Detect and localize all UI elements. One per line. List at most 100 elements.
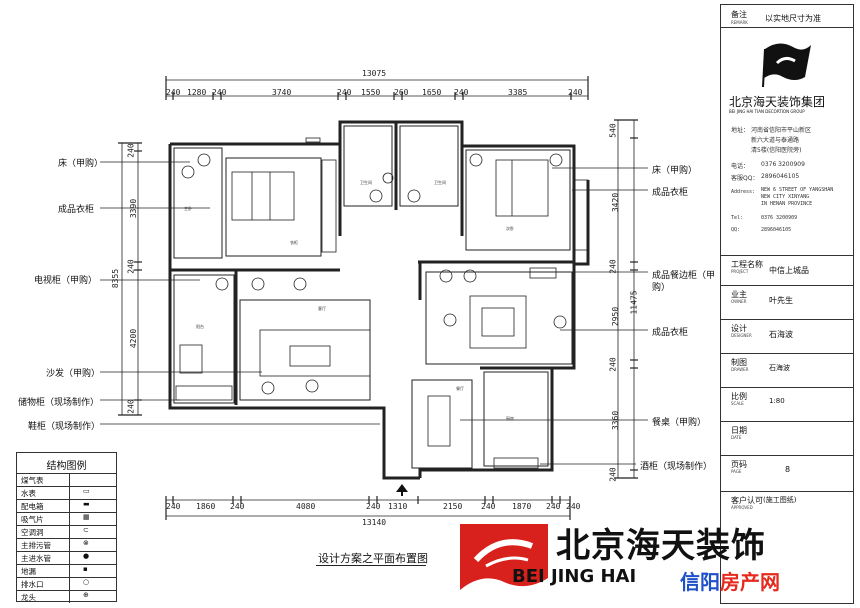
distribution-box-icon: ▬ <box>83 500 90 508</box>
date-label-en: DATE <box>731 435 742 440</box>
tb-divider <box>721 387 853 388</box>
approved-label: 客户认可 <box>731 496 763 505</box>
dim-left-seg: 240 <box>126 259 136 274</box>
dim-right-seg: 240 <box>608 467 618 482</box>
water-inlet-icon: ● <box>83 552 90 560</box>
phone-value: 0376 3200909 <box>761 161 805 168</box>
phone-label: 电话： <box>731 163 750 170</box>
label-bed-right: 床（甲购） <box>652 166 698 176</box>
address-line: 新六大道与泰通路 <box>751 137 800 144</box>
thin-walls <box>173 125 573 469</box>
label-bed-left: 床（甲购） <box>58 159 104 169</box>
qq-en-value: 2896046105 <box>761 227 792 233</box>
scale-label: 比例 <box>731 392 747 401</box>
address-line: 河南省信阳市平山新区 <box>751 127 812 134</box>
legend-divider <box>69 474 70 486</box>
legend-item-name: 吸气片 <box>21 515 44 524</box>
floor-drain-icon: ▪ <box>83 565 88 573</box>
address-line: 清5楼(信阳医院旁) <box>751 147 802 154</box>
dim-bottom-seg: 240 <box>230 502 245 511</box>
legend-item-name: 水表 <box>21 489 36 498</box>
dim-bottom-seg: 1310 <box>388 502 408 511</box>
owner-label: 业主 <box>731 290 747 299</box>
owner-value: 叶先生 <box>769 296 793 305</box>
note-label-en: REMARK <box>731 20 748 25</box>
page-label-en: PAGE <box>731 469 742 474</box>
legend-row: 主进水管 ● <box>17 551 116 564</box>
legend-row: 吸气片 ▦ <box>17 512 116 525</box>
legend-divider <box>69 552 70 564</box>
designer-label: 设计 <box>731 324 747 333</box>
dim-right-seg: 3360 <box>611 410 621 431</box>
dim-top-seg: 240 <box>337 88 352 97</box>
legend-item-name: 主进水管 <box>21 554 51 563</box>
legend-item-name: 排水口 <box>21 580 44 589</box>
floor-plan <box>100 76 648 520</box>
legend-row: 排水口 ○ <box>17 577 116 590</box>
project-label-en: PROJECT <box>731 269 749 274</box>
dim-top-seg: 3385 <box>508 88 528 97</box>
owner-label-en: OWNER <box>731 299 747 304</box>
dim-left-seg: 4200 <box>129 328 139 349</box>
watermark-company-name: 北京海天装饰 <box>556 526 766 566</box>
tb-divider <box>721 455 853 456</box>
drawer-label-en: DRAWER <box>731 367 749 372</box>
water-meter-icon: ▭ <box>83 487 90 495</box>
label-wine-cabinet: 酒柜（现场制作） <box>640 462 713 472</box>
label-sofa: 沙发（甲购） <box>46 369 101 379</box>
legend-divider <box>69 539 70 551</box>
label-wardrobe-right: 成品衣柜 <box>652 188 689 198</box>
dim-bottom-seg: 4080 <box>296 502 316 511</box>
legend-item-name: 配电箱 <box>21 502 44 511</box>
label-wardrobe-left: 成品衣柜 <box>58 205 95 215</box>
leader-lines <box>100 161 648 465</box>
dim-top-seg: 3740 <box>272 88 292 97</box>
label-shoe-cabinet: 鞋柜（现场制作） <box>28 422 101 432</box>
dim-bottom-seg: 240 <box>481 502 496 511</box>
dim-top-seg: 240 <box>568 88 583 97</box>
room-label: 厨房 <box>506 416 514 421</box>
designer-label-en: DESIGNER <box>731 333 752 338</box>
tb-divider <box>721 255 853 256</box>
company-flag-logo-icon <box>762 43 811 87</box>
watermark-company-name-en: BEI JING HAI <box>512 566 637 587</box>
legend-divider <box>69 591 70 603</box>
watermark-site-name: 信阳房产网 <box>680 566 780 595</box>
legend-divider <box>69 500 70 512</box>
dim-right-seg: 240 <box>608 357 618 372</box>
room-label: 阳台 <box>196 324 204 329</box>
legend-row: 龙头 ⊕ <box>17 590 116 603</box>
room-label: 次卧 <box>506 226 514 231</box>
note-label: 备注 <box>731 10 747 19</box>
dim-bottom-seg: 240 <box>166 502 181 511</box>
dim-bottom-seg: 1870 <box>512 502 532 511</box>
dim-bottom-total: 13140 <box>362 518 387 527</box>
radiator-icon: ▦ <box>83 513 90 521</box>
room-label: 衣柜 <box>290 240 298 245</box>
plan-title-underline <box>316 565 426 566</box>
legend-row: 空调洞 ⊂ <box>17 525 116 538</box>
dim-top-seg: 260 <box>394 88 409 97</box>
legend-item-name: 主排污管 <box>21 541 51 550</box>
drawer-label: 制图 <box>731 358 747 367</box>
address-label: 地址： <box>731 127 750 134</box>
legend-divider <box>69 526 70 538</box>
tb-divider <box>721 285 853 286</box>
watermark-site-text: 信阳房产网 <box>680 570 780 594</box>
room-label: 卫生间 <box>434 180 446 185</box>
label-storage-cabinet: 储物柜（现场制作） <box>18 398 100 408</box>
dim-bottom-seg: 240 <box>566 502 581 511</box>
project-value: 中信上城品 <box>769 266 809 275</box>
address-en-line: NEW 6 STREET OF YANGSHAN <box>761 187 834 193</box>
legend-item-name: 地漏 <box>21 567 36 576</box>
tel-value: 0376 3200909 <box>761 215 798 221</box>
dim-left-seg: 3390 <box>129 198 139 219</box>
dim-left-total: 8355 <box>111 268 121 289</box>
address-en-label: Address: <box>731 189 756 195</box>
dim-right-seg: 2950 <box>611 306 621 327</box>
designer-value: 石海波 <box>769 330 793 339</box>
tb-divider <box>721 27 853 28</box>
faucet-icon: ⊕ <box>83 591 89 599</box>
tb-divider <box>721 319 853 320</box>
plan-title: 设计方案之平面布置图 <box>318 552 428 565</box>
